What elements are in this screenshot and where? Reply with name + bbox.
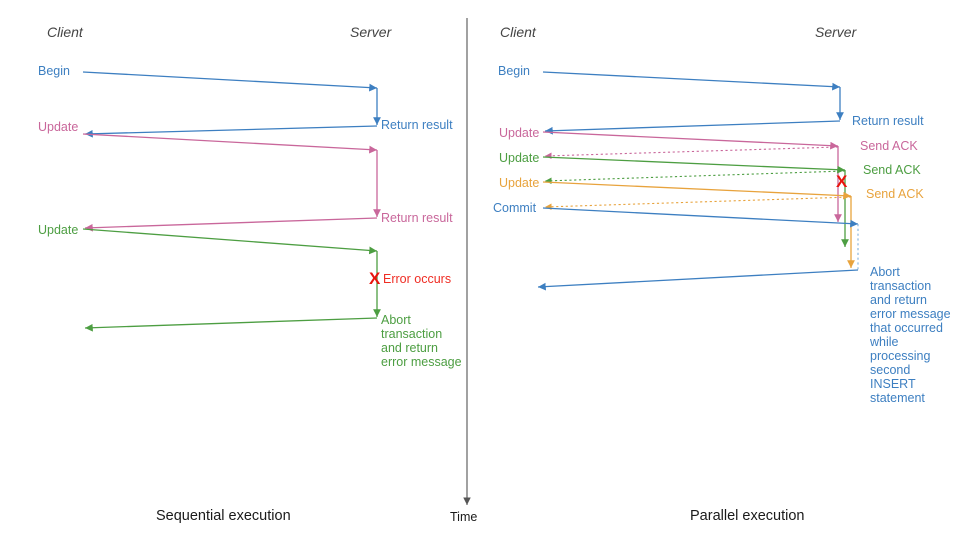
right-msg-abort-arrow <box>537 269 859 291</box>
left-msg-begin-arrow <box>82 71 378 92</box>
left-actor-server-label: Server <box>350 24 392 40</box>
right-actor-client-label: Client <box>500 24 536 40</box>
left-msg-update-1-arrow <box>82 133 378 154</box>
right-msg-update-3-arrow <box>542 181 852 200</box>
right-actor-server-label: Server <box>815 24 857 40</box>
right-message-label-send-ack-3: Send ACK <box>866 187 924 201</box>
right-ack-2-dotted-arrow <box>544 170 846 185</box>
left-msg-return-result-1-arrow <box>84 125 378 138</box>
left-actor-client-label: Client <box>47 24 83 40</box>
right-msg-begin-arrow <box>542 71 841 91</box>
left-msg-return-result-2-arrow <box>84 217 378 232</box>
left-panel-caption: Sequential execution <box>156 508 291 524</box>
right-msg-update-2-arrow <box>542 156 846 174</box>
right-message-label-update-3: Update <box>499 176 540 190</box>
left-message-label-begin: Begin <box>38 64 70 78</box>
right-message-label-send-ack-1: Send ACK <box>860 139 918 153</box>
left-message-label-update-2: Update <box>38 223 79 237</box>
left-message-label-return-result-2: Return result <box>381 211 453 225</box>
right-abort-note: Abort transaction and return error messa… <box>870 265 951 405</box>
right-message-label-update-2: Update <box>499 151 540 165</box>
right-ack-1-dotted-arrow <box>544 146 839 160</box>
right-msg-update-1-arrow <box>542 131 839 150</box>
right-message-label-send-ack-2: Send ACK <box>863 163 921 177</box>
right-message-label-return-result: Return result <box>852 114 924 128</box>
right-msg-commit-arrow <box>542 207 859 228</box>
left-error-text: Error occurs <box>383 272 452 286</box>
left-message-label-return-result-1: Return result <box>381 118 453 132</box>
right-msg-return-result-arrow <box>544 120 841 135</box>
right-error-x-icon: X <box>836 172 848 191</box>
right-panel-caption: Parallel execution <box>690 508 805 524</box>
left-msg-abort-arrow <box>84 317 378 332</box>
time-axis-label: Time <box>450 510 478 524</box>
left-error-x-icon: X <box>369 269 381 288</box>
right-message-label-begin: Begin <box>498 64 530 78</box>
right-message-label-update-1: Update <box>499 126 540 140</box>
left-msg-update-2-arrow <box>82 228 378 255</box>
right-ack-3-dotted-arrow <box>544 196 852 211</box>
left-abort-note: Abort transaction and return error messa… <box>381 313 462 369</box>
right-message-label-commit: Commit <box>493 201 537 215</box>
left-message-label-update-1: Update <box>38 120 79 134</box>
